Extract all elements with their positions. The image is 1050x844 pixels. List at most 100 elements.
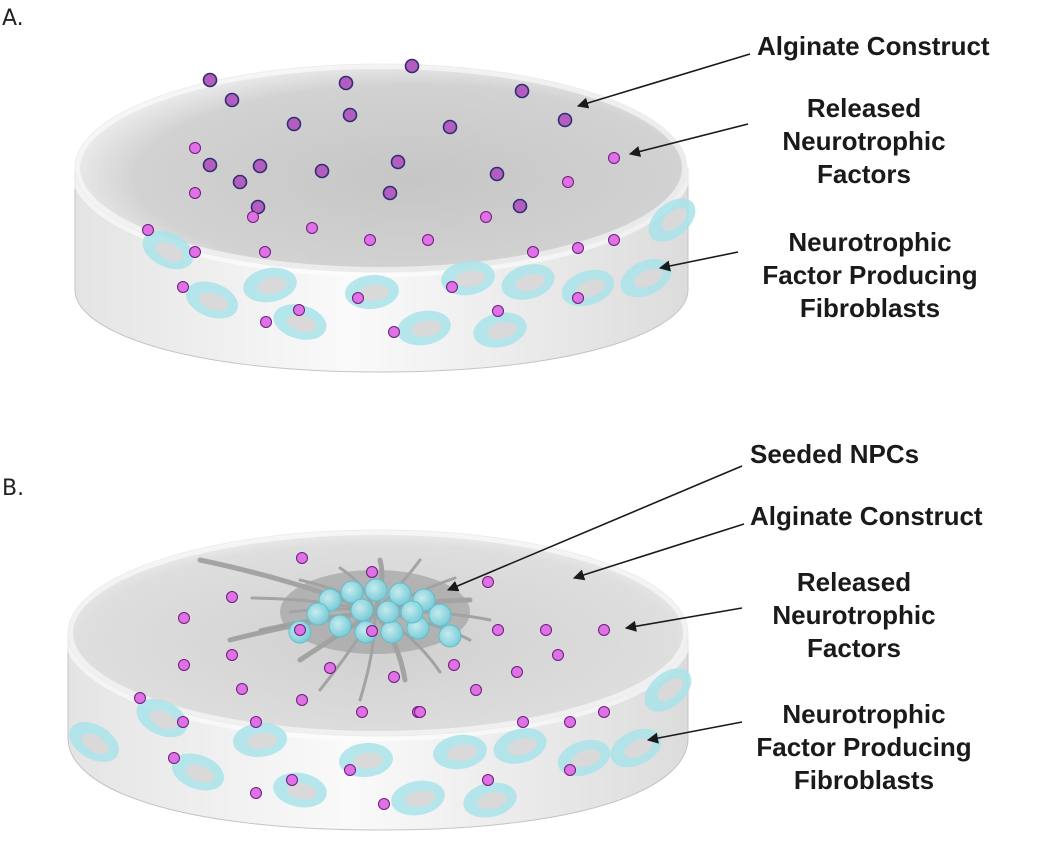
fibroblast-cell: [644, 668, 692, 712]
callout-b-alginate-construct: Alginate Construct: [750, 500, 983, 533]
fibroblast-nucleus: [411, 320, 441, 337]
fibroblast-nucleus: [657, 678, 683, 701]
neurotrophic-factor-dot: [306, 222, 318, 234]
fibroblast-cell: [273, 304, 327, 340]
neurotrophic-factor-dot: [366, 625, 378, 637]
neurotrophic-factor-dot: [442, 119, 458, 135]
neurotrophic-factor-dot: [352, 292, 364, 304]
disk-b-top-rim: [63, 525, 693, 741]
neurotrophic-factor-dot: [356, 706, 368, 718]
arrow-b-fibroblasts: [646, 721, 743, 744]
callout-line: Fibroblasts: [793, 765, 935, 795]
neurotrophic-factor-dot: [552, 649, 564, 661]
fibroblast-nucleus: [575, 279, 605, 298]
fibroblast-nucleus: [353, 752, 384, 769]
npc-cell: [380, 620, 404, 644]
fibroblast-cell: [243, 267, 297, 303]
neurotrophic-factor-dot: [142, 224, 154, 236]
fibroblast-cell: [171, 753, 225, 791]
fibroblast-nucleus: [447, 744, 478, 761]
neurotrophic-factor-dot: [232, 174, 248, 190]
neurotrophic-factor-dot: [296, 694, 308, 706]
disk-a-top-rim: [70, 59, 692, 277]
npc-cell: [428, 603, 452, 627]
neurotrophic-factor-dot: [178, 612, 190, 624]
neurotrophic-factor-dot: [202, 157, 218, 173]
neurotrophic-factors-a: [142, 58, 620, 338]
neurotrophic-factor-dot: [177, 281, 189, 293]
neurotrophic-factor-dot: [189, 246, 201, 258]
callout-line: Released: [806, 93, 922, 123]
neurotrophic-factor-dot: [259, 246, 271, 258]
callout-b-seeded-npcs: Seeded NPCs: [750, 438, 919, 471]
fibroblast-cell: [136, 698, 188, 738]
neurotrophic-factor-dot: [564, 764, 576, 776]
neurotrophic-factor-dot: [293, 304, 305, 316]
neurotrophic-factor-dot: [514, 83, 530, 99]
neurotrophic-factor-dot: [324, 662, 336, 674]
fibroblast-cell: [397, 310, 451, 346]
fibroblast-nucleus: [634, 268, 663, 288]
neurotrophic-factor-dot: [446, 281, 458, 293]
neurotrophic-factor-dot: [189, 187, 201, 199]
fibroblast-cell: [473, 312, 527, 348]
fibroblast-cell: [463, 782, 517, 818]
arrow-b-alginate: [572, 523, 745, 581]
fibroblast-nucleus: [507, 737, 537, 756]
neurotrophic-factor-dot: [512, 198, 528, 214]
neurotrophic-factor-dot: [226, 649, 238, 661]
neurotrophic-factor-dot: [294, 624, 306, 636]
neurotrophic-factor-dot: [557, 112, 573, 128]
fibroblast-nucleus: [286, 783, 317, 800]
npc-cell: [376, 600, 400, 624]
fibroblast-cell: [185, 281, 239, 319]
neurotrophic-factor-dot: [364, 234, 376, 246]
arrow-a-alginate: [576, 53, 751, 109]
neurotrophic-factor-dot: [414, 706, 426, 718]
neurotrophic-factor-dot: [252, 158, 268, 174]
neurotrophic-factor-dot: [338, 75, 354, 91]
callout-b-fibroblasts: Neurotrophic Factor Producing Fibroblast…: [734, 698, 994, 797]
fibroblasts-a: [142, 198, 696, 348]
neurotrophic-factor-dot: [134, 692, 146, 704]
neurotrophic-factor-dot: [378, 798, 390, 810]
neurotrophic-factor-dot: [250, 716, 262, 728]
neurotrophic-factor-dot: [296, 552, 308, 564]
fibroblast-nucleus: [199, 292, 228, 311]
callout-line: Neurotrophic: [788, 227, 952, 257]
fibroblast-nucleus: [661, 208, 687, 231]
neurotrophic-factor-dot: [286, 116, 302, 132]
fibroblast-nucleus: [257, 277, 287, 294]
fibroblast-cell: [501, 264, 555, 300]
neurotrophic-factor-dot: [260, 316, 272, 328]
callout-a-fibroblasts: Neurotrophic Factor Producing Fibroblast…: [740, 226, 1000, 325]
neurotrophic-factor-dot: [286, 774, 298, 786]
neurotrophic-factor-dot: [480, 211, 492, 223]
callout-line: Released: [796, 567, 912, 597]
neurotrophic-factor-dot: [489, 166, 505, 182]
callout-line: Factor Producing: [762, 260, 978, 290]
fibroblast-nucleus: [185, 764, 214, 783]
neurotrophic-factor-dot: [492, 305, 504, 317]
arrow-b-npcs: [446, 465, 743, 592]
panel-a-label: A.: [2, 6, 24, 31]
neurotrophic-factor-dot: [344, 764, 356, 776]
neurotrophic-factor-dot: [202, 72, 218, 88]
neurotrophic-factor-dot: [492, 624, 504, 636]
fibroblast-nucleus: [477, 792, 507, 809]
neurotrophic-factor-dot: [382, 185, 398, 201]
npc-cell: [388, 582, 412, 606]
callout-line: Alginate Construct: [750, 501, 983, 531]
fibroblast-cell: [648, 198, 696, 242]
neurotrophic-factor-dot: [390, 154, 406, 170]
neurotrophic-factor-dot: [342, 107, 358, 123]
npc-cell: [340, 580, 364, 604]
neurotrophic-factor-dot: [564, 716, 576, 728]
callout-b-released-factors: Released Neurotrophic Factors: [744, 566, 964, 665]
npc-cell: [306, 602, 330, 626]
npc-cell: [350, 598, 374, 622]
neurotrophic-factor-dot: [404, 58, 420, 74]
neurotrophic-factor-dot: [598, 624, 610, 636]
fibroblast-cell: [620, 258, 672, 298]
